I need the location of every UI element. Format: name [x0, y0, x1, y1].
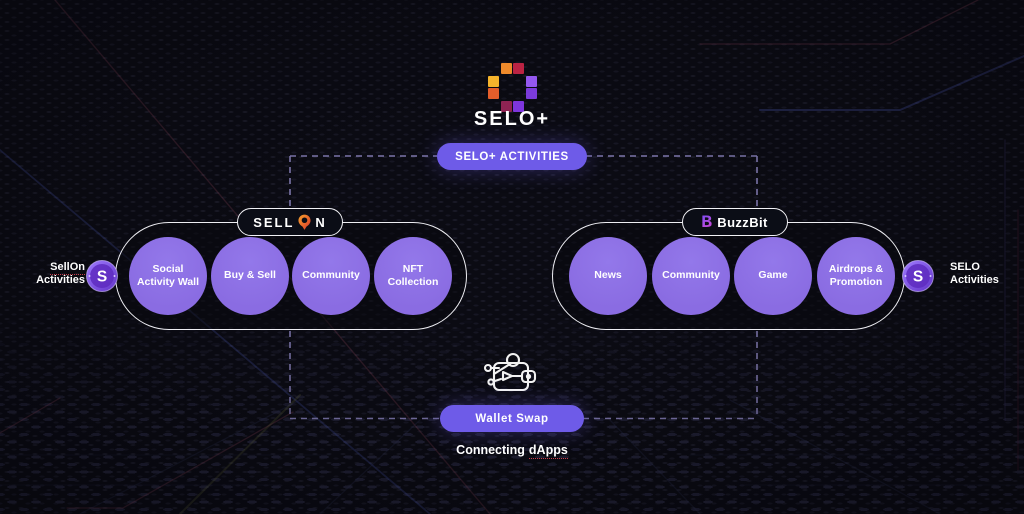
sellon-activities-label-line1: SellOn [50, 261, 85, 275]
wallet-swap-icon [483, 352, 537, 392]
location-pin-icon [298, 214, 311, 230]
buzzbit-circle-community: Community [652, 237, 730, 315]
sellon-title-post: N [315, 214, 327, 230]
buzzbit-header-pill: B BuzzBit [682, 208, 788, 236]
sellon-header-pill: SELL N [237, 208, 343, 236]
selo-activities-label: SELO Activities [950, 261, 1020, 287]
wallet-swap-pill[interactable]: Wallet Swap [440, 405, 584, 432]
svg-text:S: S [97, 269, 107, 286]
selo-s-badge-left: S [86, 260, 118, 292]
selo-activities-pill[interactable]: SELO+ ACTIVITIES [437, 143, 587, 170]
buzzbit-title: BuzzBit [717, 214, 768, 230]
caption-prefix: Connecting [456, 443, 525, 457]
buzzbit-circle-news: News [569, 237, 647, 315]
selo-s-badge-right: S [902, 260, 934, 292]
buzzbit-pixel-b-icon: B [701, 212, 714, 231]
sellon-title-pre: SELL [253, 214, 295, 230]
sellon-circle-nft-collection: NFT Collection [374, 237, 452, 315]
buzzbit-circle-game: Game [734, 237, 812, 315]
selo-activities-label-line2: Activities [950, 274, 999, 286]
selo-logo-text: SELO+ [473, 108, 551, 130]
sellon-circle-community: Community [292, 237, 370, 315]
selo-logo-icon [488, 63, 537, 112]
caption-highlight: dApps [528, 443, 568, 459]
svg-text:S: S [913, 269, 923, 286]
buzzbit-circle-airdrops-promotion: Airdrops & Promotion [817, 237, 895, 315]
sellon-activities-label: SellOn Activities [20, 261, 85, 287]
sellon-circle-social-activity-wall: Social Activity Wall [129, 237, 207, 315]
sellon-circle-buy-sell: Buy & Sell [211, 237, 289, 315]
sellon-activities-label-line2: Activities [36, 274, 85, 286]
selo-activities-label-line1: SELO [950, 261, 980, 273]
